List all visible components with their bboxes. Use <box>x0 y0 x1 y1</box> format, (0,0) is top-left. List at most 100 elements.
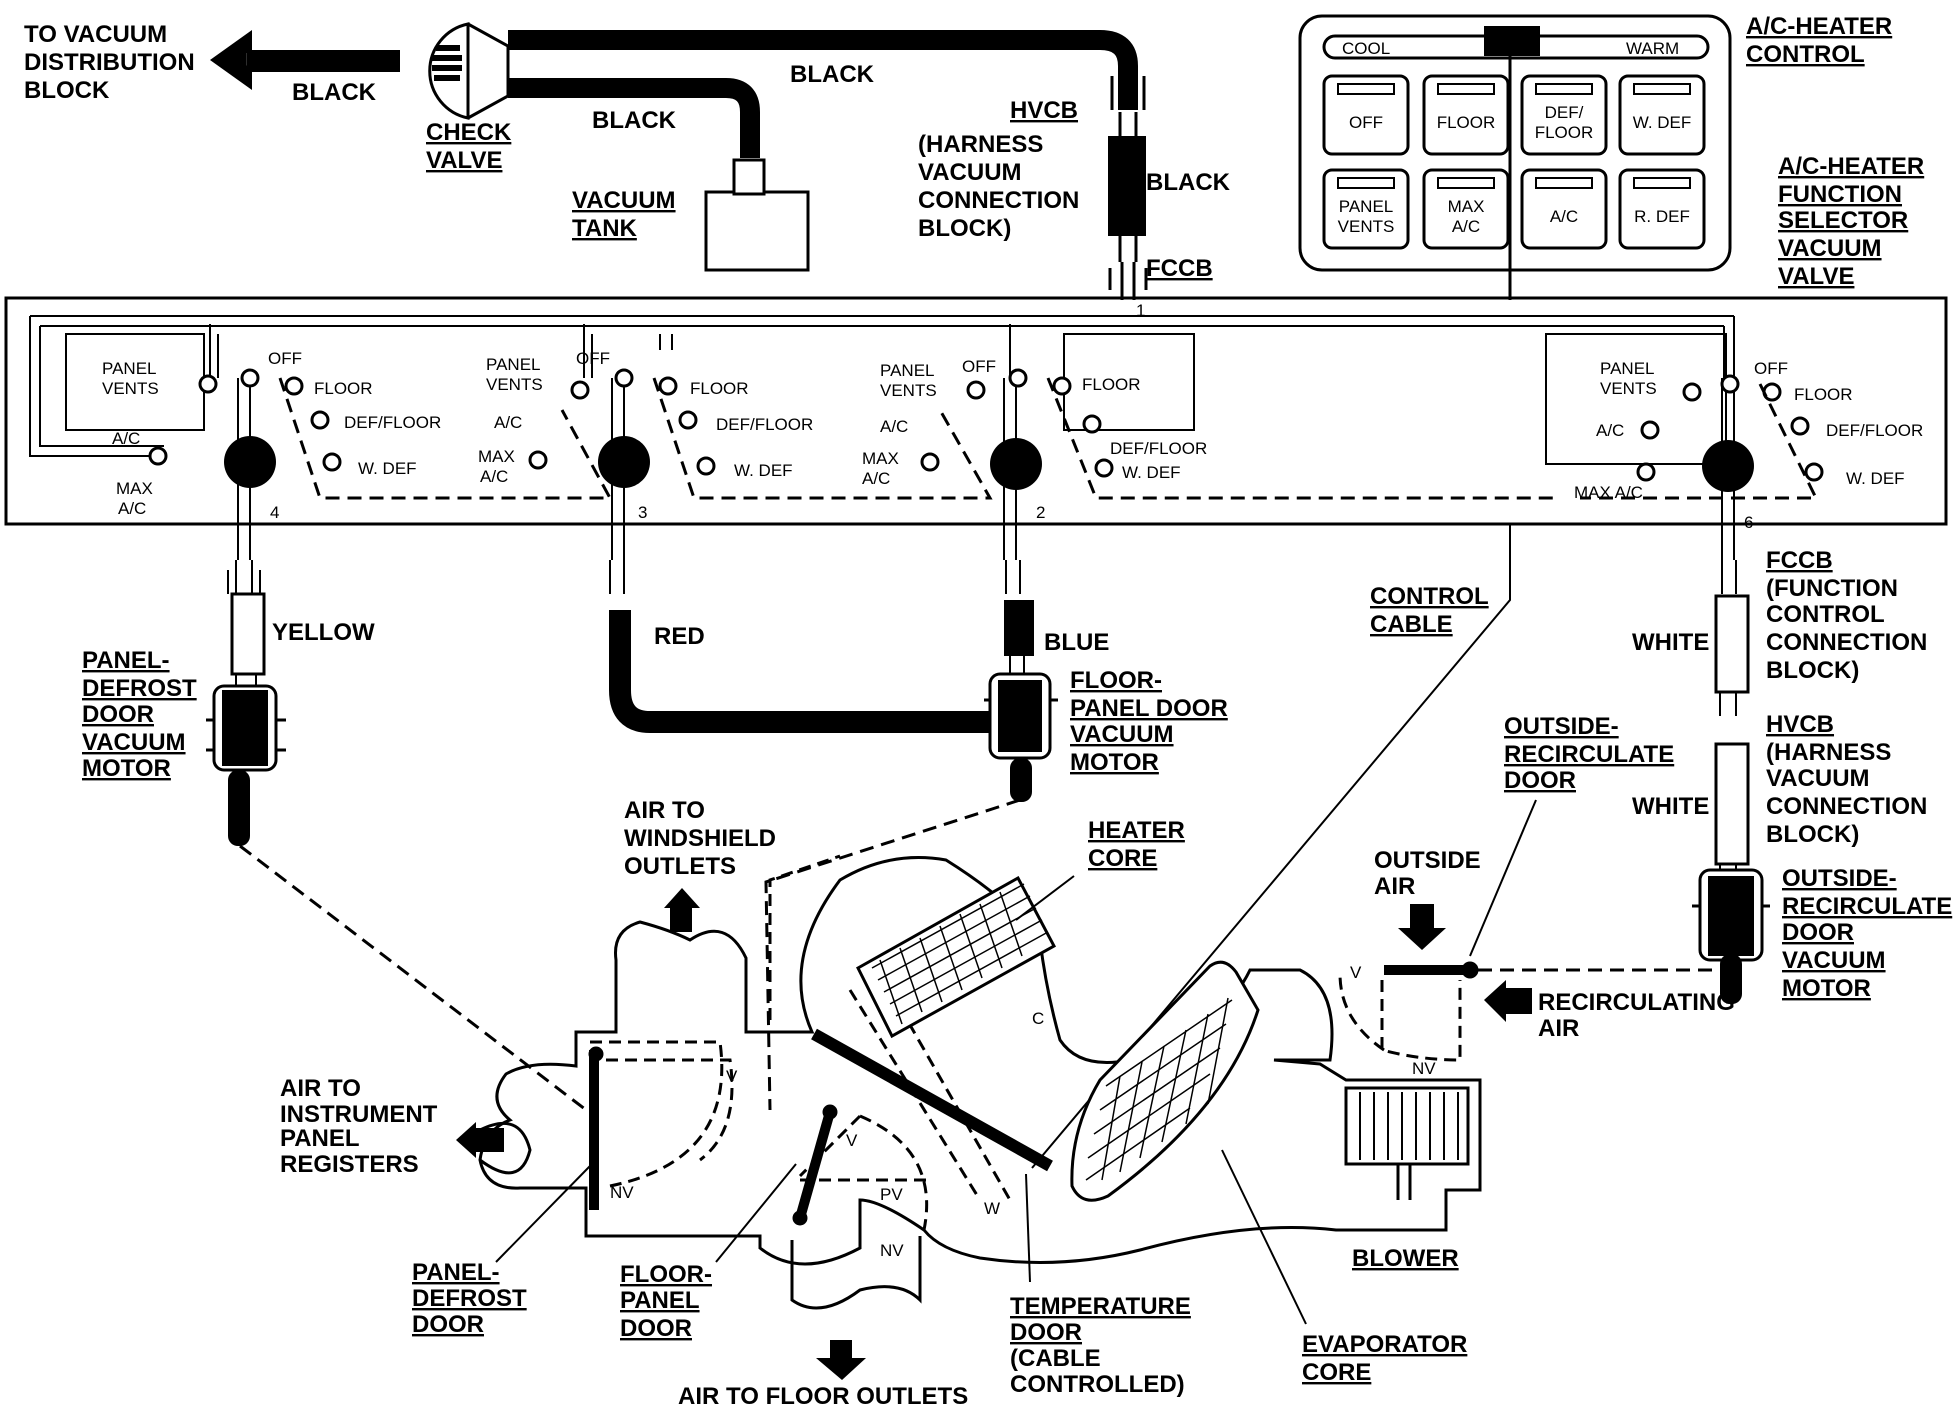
label-fccb-right-2: (FUNCTION <box>1766 575 1898 602</box>
valve3-ac: A/C <box>880 417 908 436</box>
panel-defrost-door <box>588 1046 604 1210</box>
valve2-panel-vents-1: PANEL <box>486 355 541 374</box>
label-control-cable-2: CABLE <box>1370 611 1453 638</box>
mark-c: C <box>1032 1009 1044 1028</box>
function-selector-frame <box>4 296 1948 526</box>
function-button-2[interactable]: DEF/FLOOR <box>1520 74 1608 156</box>
temperature-door <box>811 1028 1053 1172</box>
label-pd-motor-4: VACUUM <box>82 729 186 756</box>
linkage-panel-defrost <box>239 844 595 1118</box>
hose-white <box>1714 560 1750 874</box>
valve3-def-floor: DEF/FLOOR <box>1110 439 1207 458</box>
label-pd-motor-5: MOTOR <box>82 755 171 782</box>
label-recirc-air-1: RECIRCULATING <box>1538 989 1735 1016</box>
label-to-vacuum-1: TO VACUUM <box>24 21 167 48</box>
function-button-1[interactable]: FLOOR <box>1422 74 1510 156</box>
hose-blue <box>1004 560 1034 674</box>
valve3-max-ac-1: MAX <box>862 449 899 468</box>
valve1-max-ac-2: A/C <box>118 499 146 518</box>
valve-unit-4 <box>1545 316 1824 560</box>
mark-nv-2: NV <box>880 1241 904 1260</box>
label-vacuum-tank-2: TANK <box>572 215 638 242</box>
valve2-max-ac-2: A/C <box>480 467 508 486</box>
label-fccb-right-1: FCCB <box>1766 547 1833 574</box>
evaporator-core <box>1070 960 1260 1202</box>
valve4-panel-vents-2: VENTS <box>1600 379 1657 398</box>
port-number-6: 6 <box>1744 513 1753 532</box>
vacuum-motor-floor-panel <box>984 672 1058 802</box>
label-or-door-3: DOOR <box>1504 767 1576 794</box>
valve1-floor: FLOOR <box>314 379 373 398</box>
function-button-label: OFF <box>1349 113 1383 132</box>
label-hvcb-right-2: (HARNESS <box>1766 739 1891 766</box>
label-recirc-air-2: AIR <box>1538 1015 1579 1042</box>
function-button-label: DEF/ <box>1545 103 1584 122</box>
label-function-selector-5: VALVE <box>1778 263 1854 290</box>
label-hvcb-top-2: (HARNESS <box>918 131 1043 158</box>
label-or-motor-2: RECIRCULATE <box>1782 893 1952 920</box>
vacuum-motor-panel-defrost <box>206 684 286 846</box>
label-air-floor: AIR TO FLOOR OUTLETS <box>678 1383 968 1408</box>
valve1-ac: A/C <box>112 429 140 448</box>
label-check-valve-1: CHECK <box>426 119 512 146</box>
label-or-motor-5: MOTOR <box>1782 975 1871 1002</box>
label-outside-air-2: AIR <box>1374 873 1415 900</box>
label-warm: WARM <box>1626 39 1679 58</box>
valve1-panel-vents-2: VENTS <box>102 379 159 398</box>
ac-heater-control-panel <box>1298 14 1732 300</box>
label-blue: BLUE <box>1044 629 1109 656</box>
label-ac-heater-control-1: A/C-HEATER <box>1746 13 1892 40</box>
label-function-selector-1: A/C-HEATER <box>1778 153 1924 180</box>
port-number-1: 1 <box>1136 301 1145 320</box>
floor-panel-door <box>792 1104 838 1226</box>
label-pd-motor-2: DEFROST <box>82 675 197 702</box>
function-button-label: A/C <box>1550 207 1578 226</box>
label-hvcb-right-1: HVCB <box>1766 711 1834 738</box>
label-fp-door-1: FLOOR- <box>620 1261 712 1288</box>
arrow-outside-air <box>1398 904 1446 950</box>
mark-v-3: V <box>1350 963 1362 982</box>
label-air-windshield-2: WINDSHIELD <box>624 825 776 852</box>
hose-red <box>609 560 990 733</box>
label-function-selector-3: SELECTOR <box>1778 207 1908 234</box>
function-button-3[interactable]: W. DEF <box>1618 74 1706 156</box>
port-number-4: 4 <box>270 503 279 522</box>
function-button-6[interactable]: A/C <box>1520 168 1608 250</box>
valve-unit-3 <box>920 324 1560 560</box>
valve2-def-floor: DEF/FLOOR <box>716 415 813 434</box>
label-or-door-2: RECIRCULATE <box>1504 741 1674 768</box>
label-hvcb-right-5: BLOCK) <box>1766 821 1859 848</box>
leader-lines <box>495 799 1537 1325</box>
label-black-4: BLACK <box>1146 169 1231 196</box>
function-button-label: FLOOR <box>1437 113 1496 132</box>
arrow-recirculating-air <box>1484 980 1532 1022</box>
port-number-3: 3 <box>638 503 647 522</box>
function-button-label: MAX <box>1448 197 1485 216</box>
label-or-motor-3: DOOR <box>1782 919 1854 946</box>
valve2-panel-vents-2: VENTS <box>486 375 543 394</box>
label-air-instrument-3: PANEL <box>280 1125 360 1152</box>
function-button-0[interactable]: OFF <box>1322 74 1410 156</box>
valve4-max-ac: MAX A/C <box>1574 483 1643 502</box>
valve2-ac: A/C <box>494 413 522 432</box>
label-fp-door-2: PANEL <box>620 1287 700 1314</box>
label-black-2: BLACK <box>790 61 875 88</box>
label-air-windshield-3: OUTLETS <box>624 853 736 880</box>
valve3-max-ac-2: A/C <box>862 469 890 488</box>
outside-recirculate-door <box>1384 961 1479 979</box>
valve1-w-def: W. DEF <box>358 459 417 478</box>
valve2-max-ac-1: MAX <box>478 447 515 466</box>
label-hvcb-top-4: CONNECTION <box>918 187 1079 214</box>
function-button-7[interactable]: R. DEF <box>1618 168 1706 250</box>
label-heater-core-2: CORE <box>1088 845 1157 872</box>
valve1-def-floor: DEF/FLOOR <box>344 413 441 432</box>
label-fp-motor-2: PANEL DOOR <box>1070 695 1228 722</box>
label-pd-door-3: DOOR <box>412 1311 484 1338</box>
valve1-max-ac-1: MAX <box>116 479 153 498</box>
port-number-2: 2 <box>1036 503 1045 522</box>
mark-v-2: V <box>846 1131 858 1150</box>
